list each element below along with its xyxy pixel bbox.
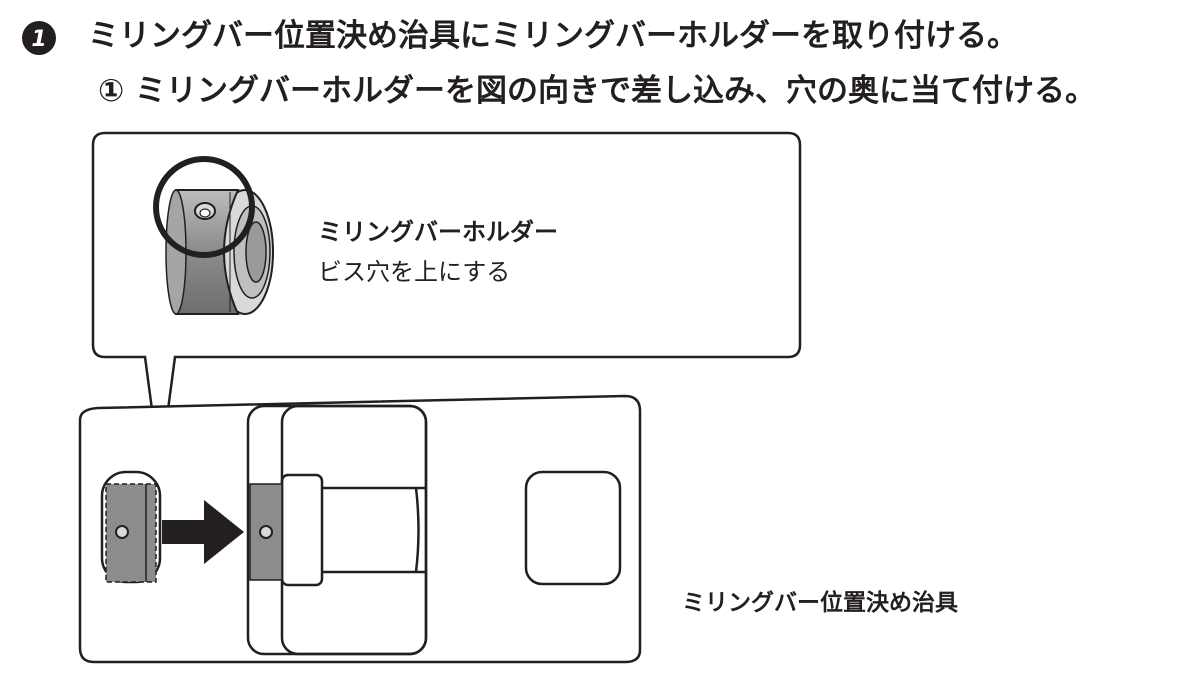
step-number-badge: 1 bbox=[22, 21, 56, 55]
jig-label: ミリングバー位置決め治具 bbox=[682, 590, 958, 616]
step-number-text: 1 bbox=[31, 27, 46, 52]
callout-box bbox=[91, 131, 802, 471]
step-title: ミリングバー位置決め治具にミリングバーホルダーを取り付ける。 bbox=[88, 18, 1018, 54]
circle-highlight-icon bbox=[153, 156, 255, 258]
callout-part-name: ミリングバーホルダー bbox=[318, 218, 558, 246]
sub-step-instruction: ① ミリングバーホルダーを図の向きで差し込み、穴の奥に当て付ける。 bbox=[98, 73, 1097, 109]
callout-note: ビス穴を上にする bbox=[318, 258, 511, 286]
arrow-right-icon bbox=[162, 500, 244, 564]
milling-bar-positioning-jig bbox=[78, 394, 642, 664]
milling-bar-holder-detail bbox=[165, 189, 274, 315]
holder-inserted bbox=[249, 483, 283, 581]
holder-before-insertion bbox=[105, 483, 157, 583]
